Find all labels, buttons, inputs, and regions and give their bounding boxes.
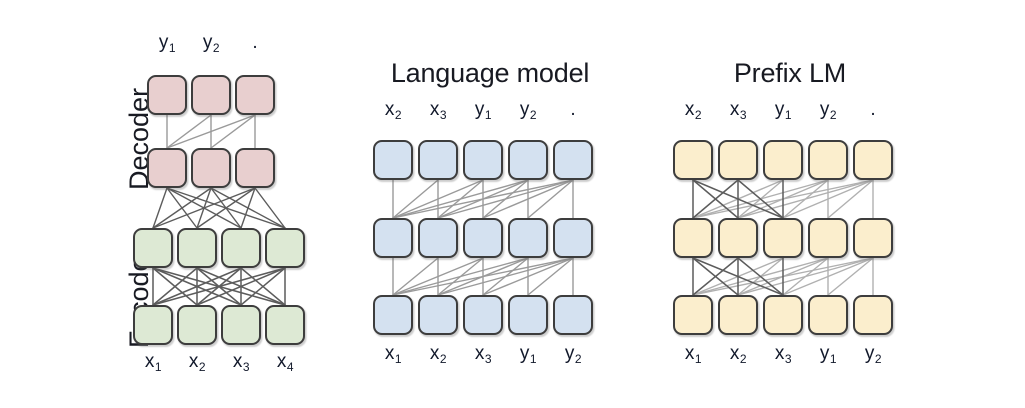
lm-block-row2-4[interactable]	[553, 218, 593, 258]
lm-block-row2-1[interactable]	[418, 218, 458, 258]
lm-block-row3-1[interactable]	[418, 140, 458, 180]
prefixlm-block-row3-0[interactable]	[673, 140, 713, 180]
prefixlm-token-label-top-0: x2	[684, 99, 702, 122]
prefixlm-token-label-top-4: .	[870, 99, 876, 120]
prefixlm-token-label-top-2: y1	[774, 99, 792, 122]
lm-token-label-bottom-2: x3	[474, 343, 492, 366]
lm-token-label-bottom-3: y1	[519, 343, 537, 366]
lm-block-row3-4[interactable]	[553, 140, 593, 180]
lm-block-row2-3[interactable]	[508, 218, 548, 258]
encoder-block-top-1[interactable]	[177, 228, 217, 268]
prefixlm-token-label-top-1: x3	[729, 99, 747, 122]
panel-prefix-lm: Prefix LM x2 x3 y1 y2 . x1 x2 x3 y1 y2	[640, 0, 940, 408]
panel-encoder-decoder: Decoder Encoder y1 y2 . x1 x2 x3 x4	[0, 0, 340, 408]
lm-block-row3-3[interactable]	[508, 140, 548, 180]
prefixlm-block-row2-0[interactable]	[673, 218, 713, 258]
prefixlm-block-row2-3[interactable]	[808, 218, 848, 258]
lm-token-label-top-1: x3	[429, 99, 447, 122]
panel-language-model: Language model x2 x3 y1 y2 . x1 x2 x3 y1…	[340, 0, 640, 408]
prefixlm-block-row1-4[interactable]	[853, 295, 893, 335]
encoder-block-bottom-1[interactable]	[177, 305, 217, 345]
prefixlm-token-label-bottom-2: x3	[774, 343, 792, 366]
lm-token-label-top-3: y2	[519, 99, 537, 122]
token-label-bottom-1: x2	[188, 351, 206, 374]
encoder-block-bottom-2[interactable]	[221, 305, 261, 345]
prefixlm-block-row3-1[interactable]	[718, 140, 758, 180]
token-label-top-1: y2	[202, 32, 220, 55]
lm-token-label-bottom-4: y2	[564, 343, 582, 366]
encoder-block-bottom-3[interactable]	[265, 305, 305, 345]
encoder-block-top-0[interactable]	[133, 228, 173, 268]
lm-block-row1-4[interactable]	[553, 295, 593, 335]
language-model-title: Language model	[390, 58, 590, 88]
token-label-bottom-0: x1	[144, 351, 162, 374]
prefixlm-block-row3-3[interactable]	[808, 140, 848, 180]
lm-block-row1-3[interactable]	[508, 295, 548, 335]
prefixlm-block-row1-0[interactable]	[673, 295, 713, 335]
token-label-bottom-2: x3	[232, 351, 250, 374]
prefixlm-token-label-bottom-3: y1	[819, 343, 837, 366]
lm-token-label-bottom-1: x2	[429, 343, 447, 366]
lm-block-row3-2[interactable]	[463, 140, 503, 180]
prefixlm-token-label-bottom-1: x2	[729, 343, 747, 366]
token-label-bottom-3: x4	[276, 351, 294, 374]
token-label-top-2: .	[252, 32, 258, 53]
encoder-block-bottom-0[interactable]	[133, 305, 173, 345]
encoder-block-top-2[interactable]	[221, 228, 261, 268]
decoder-block-bottom-0[interactable]	[147, 148, 187, 188]
lm-token-label-top-4: .	[570, 99, 576, 120]
prefixlm-block-row2-1[interactable]	[718, 218, 758, 258]
prefixlm-token-label-top-3: y2	[819, 99, 837, 122]
decoder-block-top-2[interactable]	[235, 75, 275, 115]
lm-block-row2-2[interactable]	[463, 218, 503, 258]
lm-block-row3-0[interactable]	[373, 140, 413, 180]
decoder-block-bottom-2[interactable]	[235, 148, 275, 188]
lm-block-row1-2[interactable]	[463, 295, 503, 335]
encoder-block-top-3[interactable]	[265, 228, 305, 268]
prefixlm-block-row1-2[interactable]	[763, 295, 803, 335]
prefixlm-block-row3-2[interactable]	[763, 140, 803, 180]
prefixlm-block-row2-4[interactable]	[853, 218, 893, 258]
prefixlm-block-row1-1[interactable]	[718, 295, 758, 335]
prefixlm-token-label-bottom-4: y2	[864, 343, 882, 366]
token-label-top-0: y1	[158, 32, 176, 55]
decoder-block-bottom-1[interactable]	[191, 148, 231, 188]
prefixlm-block-row2-2[interactable]	[763, 218, 803, 258]
decoder-block-top-1[interactable]	[191, 75, 231, 115]
lm-token-label-top-0: x2	[384, 99, 402, 122]
prefixlm-block-row1-3[interactable]	[808, 295, 848, 335]
lm-token-label-top-2: y1	[474, 99, 492, 122]
prefixlm-block-row3-4[interactable]	[853, 140, 893, 180]
lm-token-label-bottom-0: x1	[384, 343, 402, 366]
prefixlm-token-label-bottom-0: x1	[684, 343, 702, 366]
lm-block-row2-0[interactable]	[373, 218, 413, 258]
lm-block-row1-1[interactable]	[418, 295, 458, 335]
decoder-block-top-0[interactable]	[147, 75, 187, 115]
prefix-lm-title: Prefix LM	[733, 58, 847, 88]
lm-block-row1-0[interactable]	[373, 295, 413, 335]
